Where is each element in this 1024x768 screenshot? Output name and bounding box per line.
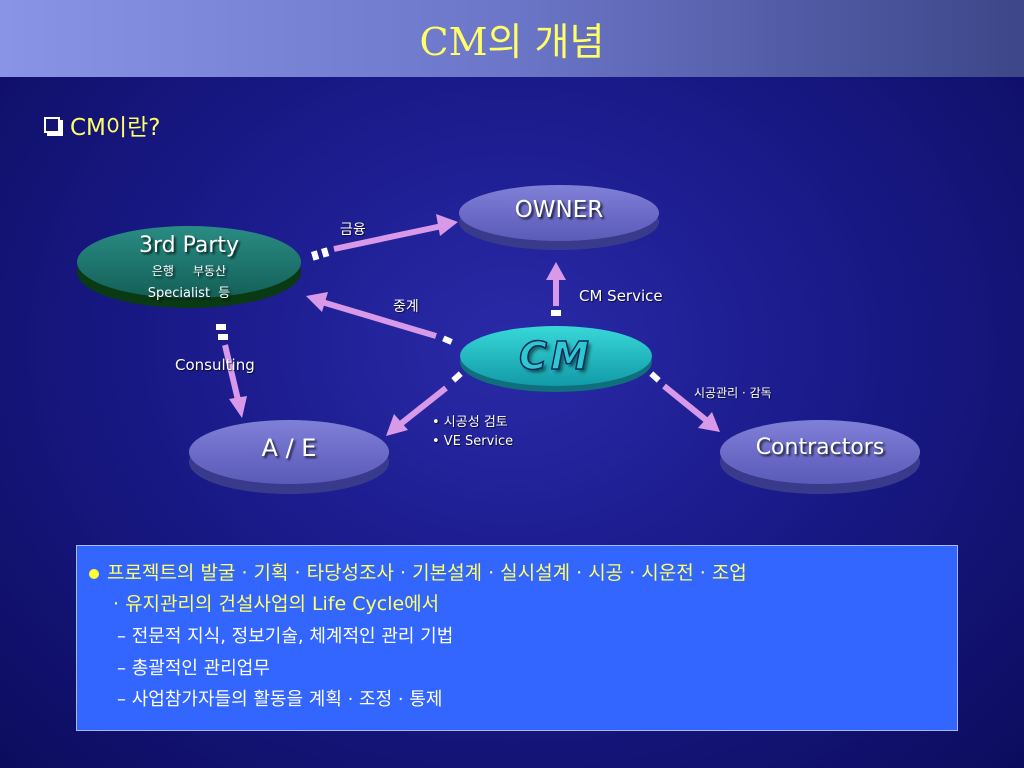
summary-main-line-1: 프로젝트의 발굴 · 기획 · 타당성조사 · 기본설계 · 실시설계 · 시공… [89,558,949,589]
arrow-third-party-to-owner [311,214,458,261]
cm-node [460,326,652,392]
arrow-cm-to-contractors [649,371,720,432]
owner-label: OWNER [514,197,604,223]
summary-sub-item: – 전문적 지식, 정보기술, 체계적인 관리 기법 [117,626,454,647]
third-party-sub-label-2: Specialist 등 [147,286,231,301]
section-heading: CM이란? [44,110,161,141]
arrow-cm-to-owner [546,262,566,316]
third-party-label: 3rd Party [138,233,240,258]
ae-label: A / E [261,434,317,462]
summary-sub-item: – 총괄적인 관리업무 [117,658,270,679]
third-party-sub-label-1: 은행 부동산 [151,264,227,278]
contractors-node [720,420,920,494]
edge-label-brokerage: 중계 [393,299,419,315]
cm-to-ae-items: • 시공성 검토 • VE Service [432,413,513,451]
edge-label-construction-supervision: 시공관리 · 감독 [694,386,772,400]
third-party-node [77,226,301,308]
cm-label: CM [518,333,593,379]
cm-to-ae-item: • VE Service [432,434,514,449]
summary-box: 프로젝트의 발굴 · 기획 · 타당성조사 · 기본설계 · 실시설계 · 시공… [76,545,958,731]
summary-main-line-1-text: 프로젝트의 발굴 · 기획 · 타당성조사 · 기본설계 · 실시설계 · 시공… [107,562,747,584]
edge-label-consulting: Consulting [175,356,255,374]
owner-node [459,185,659,250]
edge-label-cm-service: CM Service [579,287,663,305]
ae-node [189,420,389,494]
summary-sub-item: – 사업참가자들의 활동을 계획 · 조정 · 통제 [117,689,443,710]
bullet-dot-icon [89,568,99,579]
arrow-cm-to-ae [386,371,463,436]
section-heading-text: CM이란? [70,115,161,141]
arrow-cm-to-third-party [306,292,453,345]
summary-main-line-2: · 유지관리의 건설사업의 Life Cycle에서 [113,593,440,615]
summary-main: 프로젝트의 발굴 · 기획 · 타당성조사 · 기본설계 · 실시설계 · 시공… [89,558,949,620]
title-bar [0,0,1024,77]
contractors-label: Contractors [755,435,885,460]
arrow-third-party-to-ae [216,324,247,418]
page-title: CM의 개념 [419,20,605,64]
cm-to-ae-item: • 시공성 검토 [432,415,508,430]
edge-label-finance: 금융 [340,222,366,238]
checkbox-bullet-icon [44,117,60,133]
